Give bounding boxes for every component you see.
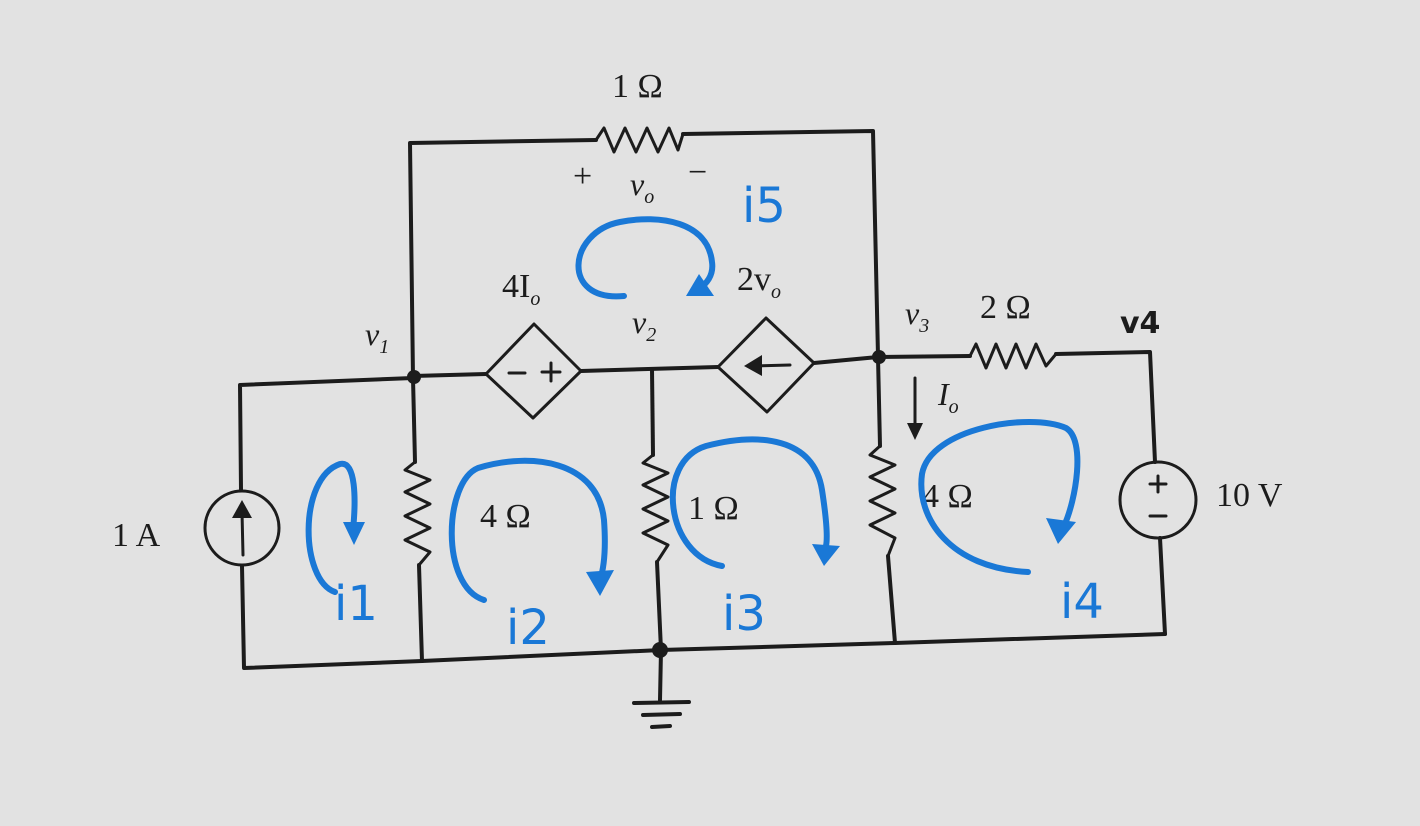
label-r-4ohm-left: 4 Ω xyxy=(480,498,531,535)
ground-icon xyxy=(632,700,691,729)
resistor-4ohm-right-icon xyxy=(868,444,897,558)
label-node-v2: v2 xyxy=(632,304,656,346)
top-wire-right xyxy=(681,129,880,358)
top-wire-left xyxy=(408,138,598,380)
wire-depc-v3 xyxy=(812,355,880,365)
label-io: Io xyxy=(937,376,959,418)
wire-vs-down xyxy=(1158,536,1167,636)
mesh-i4-arrowhead xyxy=(1046,518,1076,544)
mesh-label-i4: i4 xyxy=(1060,574,1104,630)
wire-v2-down xyxy=(650,367,655,457)
wire-depv-v2 xyxy=(579,365,720,373)
dependent-voltage-source-icon xyxy=(484,322,583,420)
wire-r2-v4 xyxy=(1054,350,1157,464)
dependent-current-source-icon xyxy=(716,316,816,414)
mesh-i3-arrowhead xyxy=(812,544,840,566)
label-voltage-source: 10 V xyxy=(1216,477,1283,514)
label-node-v4: v4 xyxy=(1120,306,1160,341)
mesh-i2-arrow xyxy=(448,457,608,603)
label-r-1ohm-mid: 1 Ω xyxy=(688,490,739,527)
bottom-wire xyxy=(420,632,1167,663)
label-dep-voltage: 4Io xyxy=(502,268,540,310)
label-dep-current: 2vo xyxy=(737,261,781,303)
wire-left-top xyxy=(238,376,415,492)
label-vo-plus: + xyxy=(573,158,592,195)
resistor-1ohm-mid-icon xyxy=(641,453,670,564)
mesh-i2-arrowhead xyxy=(586,570,614,596)
voltage-source-icon xyxy=(1118,460,1198,540)
resistor-top-icon xyxy=(594,126,685,154)
mesh-i4-arrow xyxy=(918,419,1081,575)
current-source-icon xyxy=(203,489,281,567)
wire-r4b-down xyxy=(886,554,897,645)
mesh-i5-arrow xyxy=(575,216,716,300)
ground-lead xyxy=(658,648,663,702)
mesh-i1-arrow xyxy=(305,460,358,595)
label-r-top: 1 Ω xyxy=(612,68,663,105)
node-v3-dot xyxy=(872,350,886,364)
wire-v1-depv xyxy=(411,372,488,378)
mesh-label-i3: i3 xyxy=(722,586,766,642)
node-v1-dot xyxy=(407,370,421,384)
wires xyxy=(238,129,1167,702)
wire-v3-down xyxy=(876,355,882,448)
mesh-i1-arrowhead xyxy=(343,522,365,545)
label-node-v3: v3 xyxy=(905,295,929,337)
mesh-i3-arrow xyxy=(669,436,830,569)
resistor-4ohm-left-icon xyxy=(403,460,432,567)
label-r-4ohm-right: 4 Ω xyxy=(922,478,973,515)
mesh-label-i1: i1 xyxy=(334,576,378,632)
label-node-v1: v1 xyxy=(365,316,389,358)
label-r-2ohm: 2 Ω xyxy=(980,289,1031,326)
wire-v1-down xyxy=(411,376,417,464)
io-arrow-icon xyxy=(907,376,923,440)
mesh-label-i5: i5 xyxy=(742,178,786,234)
node-ground-dot xyxy=(652,642,668,658)
label-vo-minus: − xyxy=(688,154,707,191)
wire-left-bottom xyxy=(240,564,424,670)
wire-r1-down xyxy=(655,560,663,652)
label-current-source: 1 A xyxy=(112,517,161,554)
resistor-2ohm-icon xyxy=(968,342,1058,370)
wire-r4a-down xyxy=(417,563,424,663)
mesh-i5-arrowhead xyxy=(686,274,714,296)
label-vo: vo xyxy=(630,166,654,208)
mesh-label-i2: i2 xyxy=(506,600,550,656)
wire-v3-r2 xyxy=(876,354,972,359)
